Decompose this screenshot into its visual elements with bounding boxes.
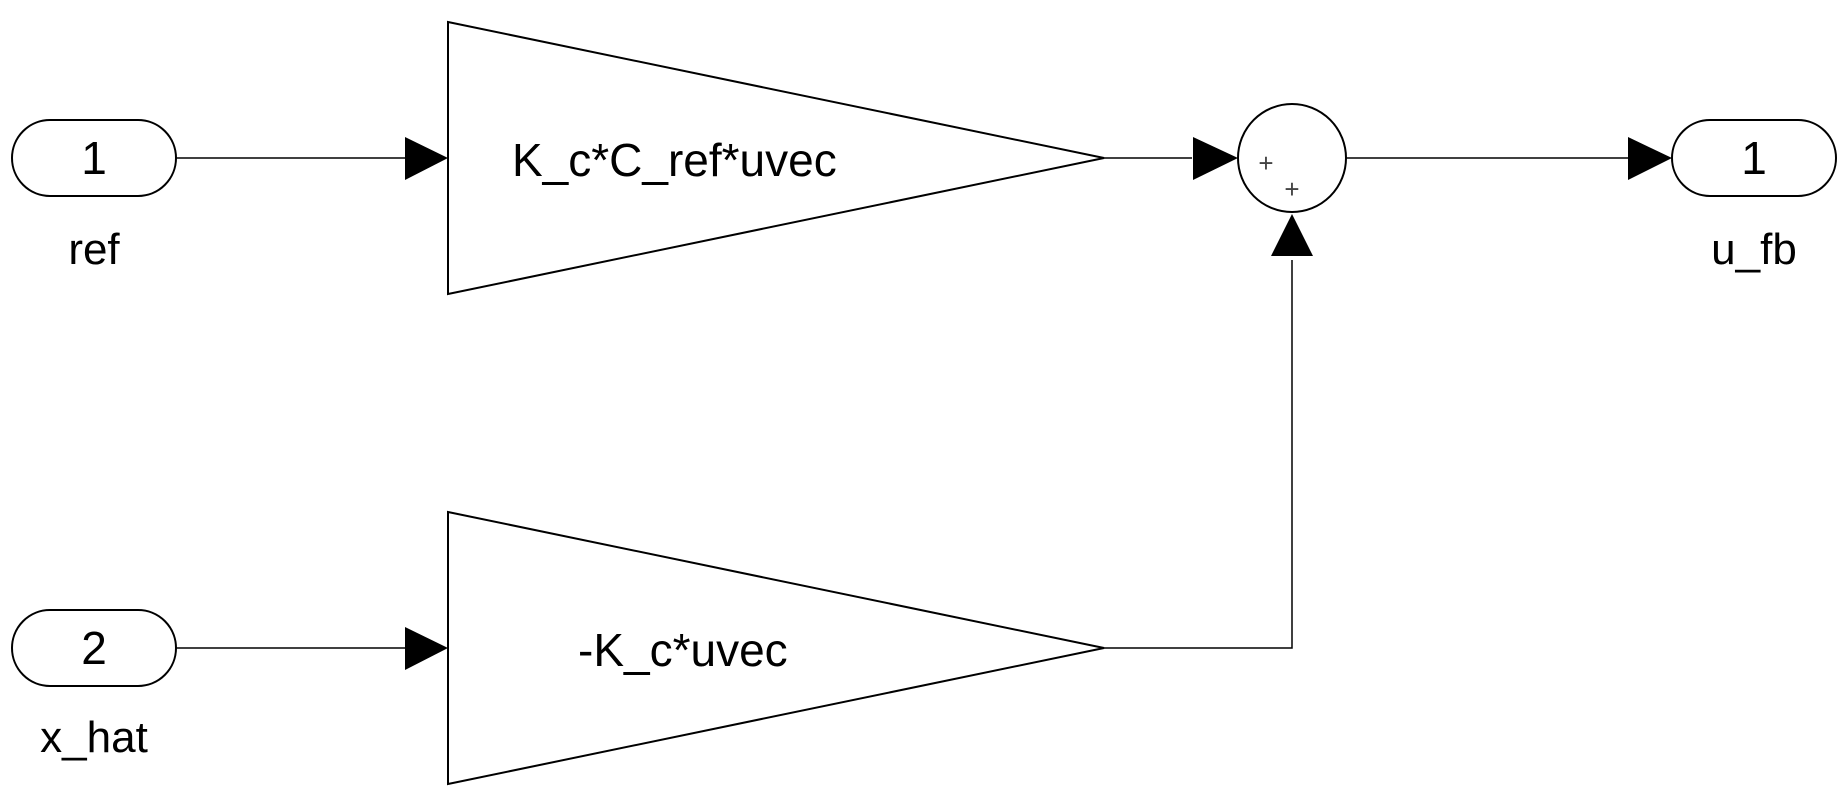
arrowhead-gain2-input — [405, 627, 448, 670]
outport-1-block[interactable]: 1 u_fb — [1671, 119, 1837, 274]
outport-1-name: u_fb — [1711, 225, 1797, 274]
gain-1-expression: K_c*C_ref*uvec — [512, 134, 837, 186]
wire-gain2-to-sum[interactable] — [1104, 260, 1293, 649]
inport-1-shape[interactable] — [11, 119, 177, 197]
outport-1-number: 1 — [1741, 132, 1767, 184]
sum-block[interactable]: + + — [1237, 103, 1347, 213]
sum-circle[interactable] — [1237, 103, 1347, 213]
arrowhead-gain1-input — [405, 137, 448, 180]
arrowhead-outport-input — [1628, 137, 1672, 180]
outport-1-shape[interactable] — [1671, 119, 1837, 197]
inport-2-number: 2 — [81, 622, 107, 674]
inport-2-shape[interactable] — [11, 609, 177, 687]
inport-2-block[interactable]: 2 x_hat — [11, 609, 177, 762]
sum-sign-bottom: + — [1284, 174, 1299, 204]
sum-sign-top: + — [1258, 148, 1273, 178]
inport-1-name: ref — [68, 225, 120, 274]
gain-1-block[interactable]: K_c*C_ref*uvec — [447, 20, 1105, 296]
arrowhead-sum-input-bottom — [1271, 214, 1313, 256]
inport-1-block[interactable]: 1 ref — [11, 119, 177, 274]
inport-2-name: x_hat — [40, 713, 148, 762]
gain-1-triangle[interactable] — [447, 20, 1105, 296]
gain-2-expression: -K_c*uvec — [578, 624, 788, 676]
gain-2-triangle[interactable] — [447, 510, 1105, 786]
arrowhead-sum-input-left — [1193, 137, 1238, 180]
gain-2-block[interactable]: -K_c*uvec — [447, 510, 1105, 786]
inport-1-number: 1 — [81, 132, 107, 184]
